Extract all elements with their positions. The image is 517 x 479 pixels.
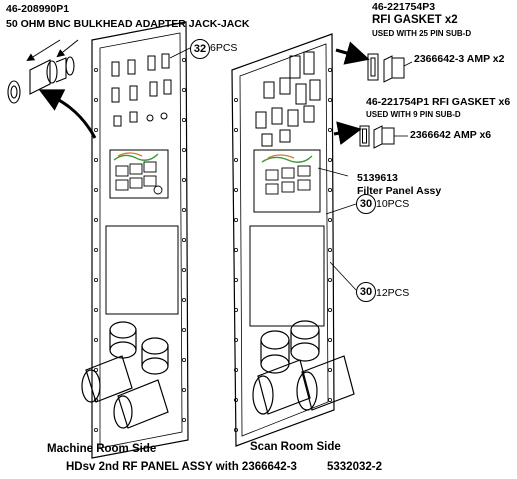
filter-panel-part-number: 5139613 [357,172,398,184]
callout-32-badge: 32 [190,39,210,59]
gasket-25-note: USED WITH 25 PIN SUB-D [372,29,472,38]
machine-room-side-label: Machine Room Side [47,443,157,455]
gasket-9-pin-illustration [359,125,395,149]
gasket-25-part-number: 46-221754P3 [372,1,436,13]
bnc-adapter-part-number: 46-208990P1 [6,3,70,15]
gasket-25-name: RFI GASKET x2 [372,14,458,26]
bnc-adapter-description: 50 OHM BNC BULKHEAD ADAPTER JACK-JACK [6,18,250,30]
callout-30-qty-lower: 12PCS [376,287,410,299]
drawing-title: HDsv 2nd RF PANEL ASSY with 2366642-3 [66,461,297,473]
callout-30-qty-upper: 10PCS [376,198,410,210]
gasket-9-label: 46-221754P1 RFI GASKET x6 [366,96,511,108]
callout-30-badge-lower: 30 [356,282,376,302]
bnc-adapter-illustration [7,56,75,104]
gasket-25-pin-illustration [367,53,405,83]
scan-room-panel [231,33,355,447]
scan-room-side-label: Scan Room Side [250,441,341,453]
filter-panel-name: Filter Panel Assy [357,185,442,197]
amp-9-label: 2366642 AMP x6 [410,129,492,141]
drawing-number: 5332032-2 [327,461,382,473]
callout-30-badge-upper: 30 [356,194,376,214]
callout-32-qty: 6PCS [210,42,238,54]
machine-room-panel [81,21,189,459]
amp-25-label: 2366642-3 AMP x2 [414,53,505,65]
gasket-9-note: USED WITH 9 PIN SUB-D [366,110,461,119]
